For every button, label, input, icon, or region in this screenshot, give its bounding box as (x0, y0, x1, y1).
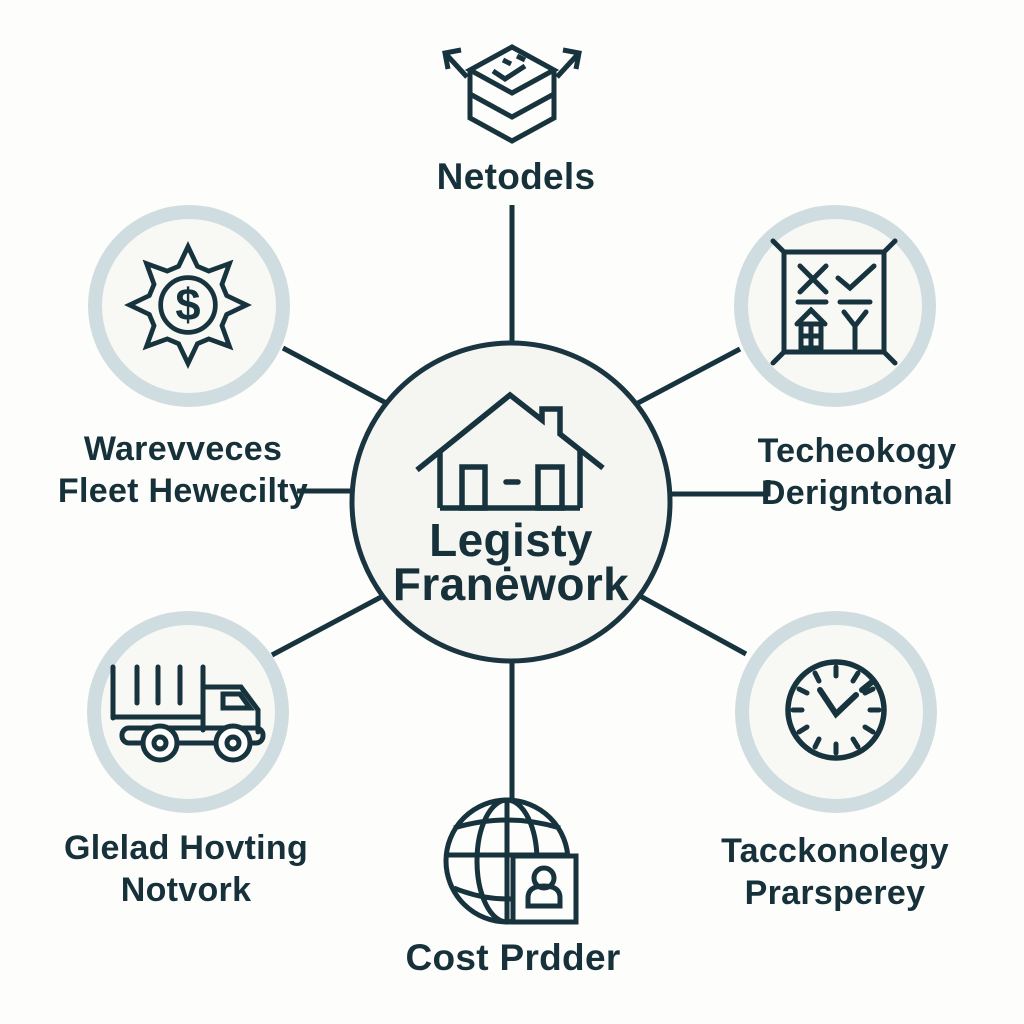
hub-circle (349, 340, 673, 664)
connector-right (668, 480, 771, 497)
label-line: Techeokogy (757, 432, 957, 470)
label-line: Notvork (120, 871, 252, 909)
label-line: Warevveces (83, 430, 283, 468)
label-line: Derigntonal (760, 474, 954, 512)
label-line: Glelad Hovting (63, 829, 309, 867)
label-line: Cost Prdder (405, 937, 621, 978)
connector-upper-right (634, 346, 742, 407)
connector-upper-left (281, 345, 390, 407)
clock-icon (785, 659, 887, 761)
connector-lower-right (638, 593, 748, 657)
label-top-node: Netodels (437, 155, 596, 199)
connector-lower-left (270, 593, 385, 658)
house-icon (415, 391, 605, 511)
label-line: Tacckonolegy (721, 832, 949, 870)
node-ring-top-left (88, 205, 290, 407)
truck-icon (110, 664, 266, 763)
shipping-box-icon (442, 44, 582, 144)
label-line: Netodels (436, 156, 596, 197)
label-top-right-node: Techeokogy Derigntonal (758, 430, 957, 514)
hub-title: Legisty Franėwork (392, 514, 630, 610)
label-bottom-right-node: Tacckonolegy Prarsperey (721, 830, 949, 914)
label-line: Fleet Hewecilty (57, 472, 309, 510)
checklist-board-icon (770, 238, 898, 366)
label-bottom-node: Cost Prdder (405, 936, 620, 980)
label-line: Prarsperey (744, 874, 926, 912)
globe-user-icon (443, 797, 579, 925)
label-bottom-left-node: Glelad Hovting Notvork (64, 827, 308, 911)
hub-title-line: Legisty (429, 514, 593, 566)
gear-dollar-icon: $ (124, 241, 252, 369)
dollar-symbol: $ (175, 279, 200, 330)
label-top-left-node: Warevveces Fleet Hewecilty (58, 428, 308, 512)
hub-title-line: Franėwork (392, 558, 630, 610)
